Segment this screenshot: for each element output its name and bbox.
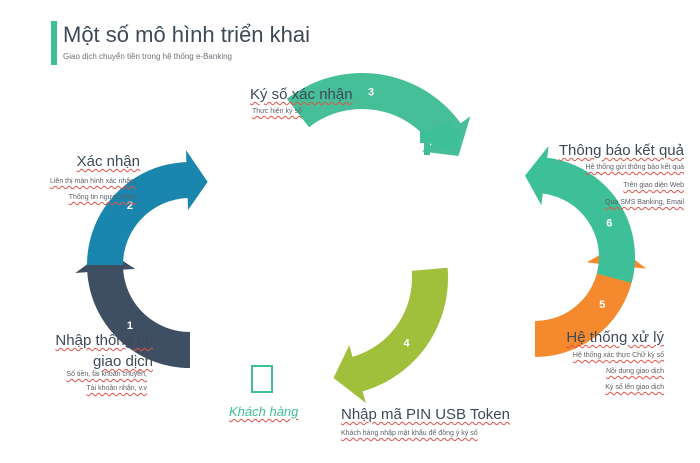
step-5-detail-2: Nội dung giao dịch [606,368,664,375]
step-4-number: 4 [404,337,411,349]
step-5-detail-3: Ký số lên giao dịch [605,384,664,391]
step-6-detail-3: Qua SMS Banking, Email [605,199,684,206]
step-4-arrow [333,267,448,403]
step-6-number: 6 [606,217,612,229]
step-3-label: Ký số xác nhận [250,86,353,103]
customer-label: Khách hàng [229,404,299,419]
page-title: Một số mô hình triển khai [63,22,311,47]
step-6-detail-1: Hệ thống gửi thông báo kết quả [585,164,684,171]
step-5-detail-1: Hệ thống xác thực Chữ ký số [572,352,664,359]
megaphone-icon [420,121,458,155]
step-2-detail-2: Thông tin người nhận [68,194,136,201]
step-1-arrow [75,250,190,368]
step-6-label: Thông báo kết quả [558,142,684,159]
step-1-detail-2: Tài khoản nhận, v.v [86,385,147,392]
step-5-label: Hệ thống xử lý [566,329,664,346]
step-1-label: Nhập thông tin giao dịch [55,332,153,370]
step-1-detail-1: Số tiền, tài khoản chuyển, [66,371,147,378]
step-6-detail-2: Trên giao diện Web [623,182,684,189]
step-3-detail-1: Thực hiện ký số [252,108,302,115]
step-4-label: Nhập mã PIN USB Token [341,406,510,423]
phone-icon [251,365,273,393]
step-2-label: Xác nhận [76,153,140,170]
step-5-number: 5 [599,299,605,311]
title-accent-bar [51,21,57,65]
step-3-number: 3 [368,86,374,98]
step-2-number: 2 [127,200,133,212]
page-subtitle: Giao dịch chuyển tiền trong hệ thống e-B… [63,52,233,61]
step-1-number: 1 [127,320,133,332]
step-4-detail-1: Khách hàng nhập mật khẩu để đồng ý ký số [341,430,478,437]
step-2-arrow [87,150,208,265]
step-2-detail-1: Liên thị màn hình xác nhận: [49,178,136,185]
step-6-arrow [525,145,635,283]
